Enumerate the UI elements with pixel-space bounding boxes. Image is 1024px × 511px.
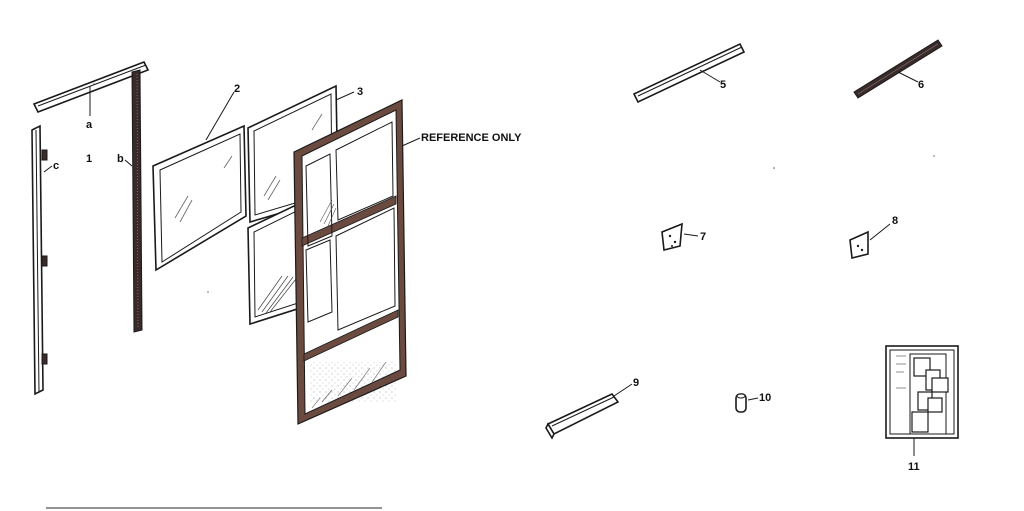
label-c: c xyxy=(53,160,59,172)
leader-5 xyxy=(699,69,721,83)
label-part-5: 5 xyxy=(720,79,726,91)
part-a-top-rail xyxy=(32,60,150,114)
label-part-11: 11 xyxy=(908,461,920,473)
leader-reference xyxy=(401,137,421,147)
leader-7 xyxy=(683,233,699,237)
label-part-1: 1 xyxy=(86,153,92,165)
part-2-glass-panel xyxy=(152,124,247,272)
label-a: a xyxy=(86,119,93,131)
part-7-bracket xyxy=(661,222,683,251)
label-part-2: 2 xyxy=(234,83,240,95)
leader-3 xyxy=(335,91,355,101)
label-part-6: 6 xyxy=(918,79,924,91)
part-11-hardware-pack xyxy=(885,345,959,439)
part-c-side-rail xyxy=(31,124,48,396)
label-part-10: 10 xyxy=(759,392,771,404)
part-6-strip xyxy=(853,39,943,99)
label-part-8: 8 xyxy=(892,215,898,227)
leader-8 xyxy=(869,223,891,241)
leader-c xyxy=(43,165,53,173)
reference-note: REFERENCE ONLY xyxy=(421,132,522,144)
leader-2 xyxy=(205,91,235,141)
part-5-rail xyxy=(632,42,746,104)
leader-10 xyxy=(747,397,759,401)
part-10-cap xyxy=(735,393,747,413)
label-b: b xyxy=(117,153,124,165)
reference-door-frame xyxy=(293,99,407,425)
part-8-bracket xyxy=(849,230,869,259)
label-part-9: 9 xyxy=(633,377,639,389)
part-9-block xyxy=(545,392,620,440)
leader-6 xyxy=(897,71,919,83)
label-part-3: 3 xyxy=(357,86,363,98)
label-part-7: 7 xyxy=(700,231,706,243)
leader-9 xyxy=(613,383,633,397)
part-b-weatherstrip xyxy=(131,69,143,333)
scan-specks xyxy=(93,83,935,293)
leader-b xyxy=(124,159,133,167)
